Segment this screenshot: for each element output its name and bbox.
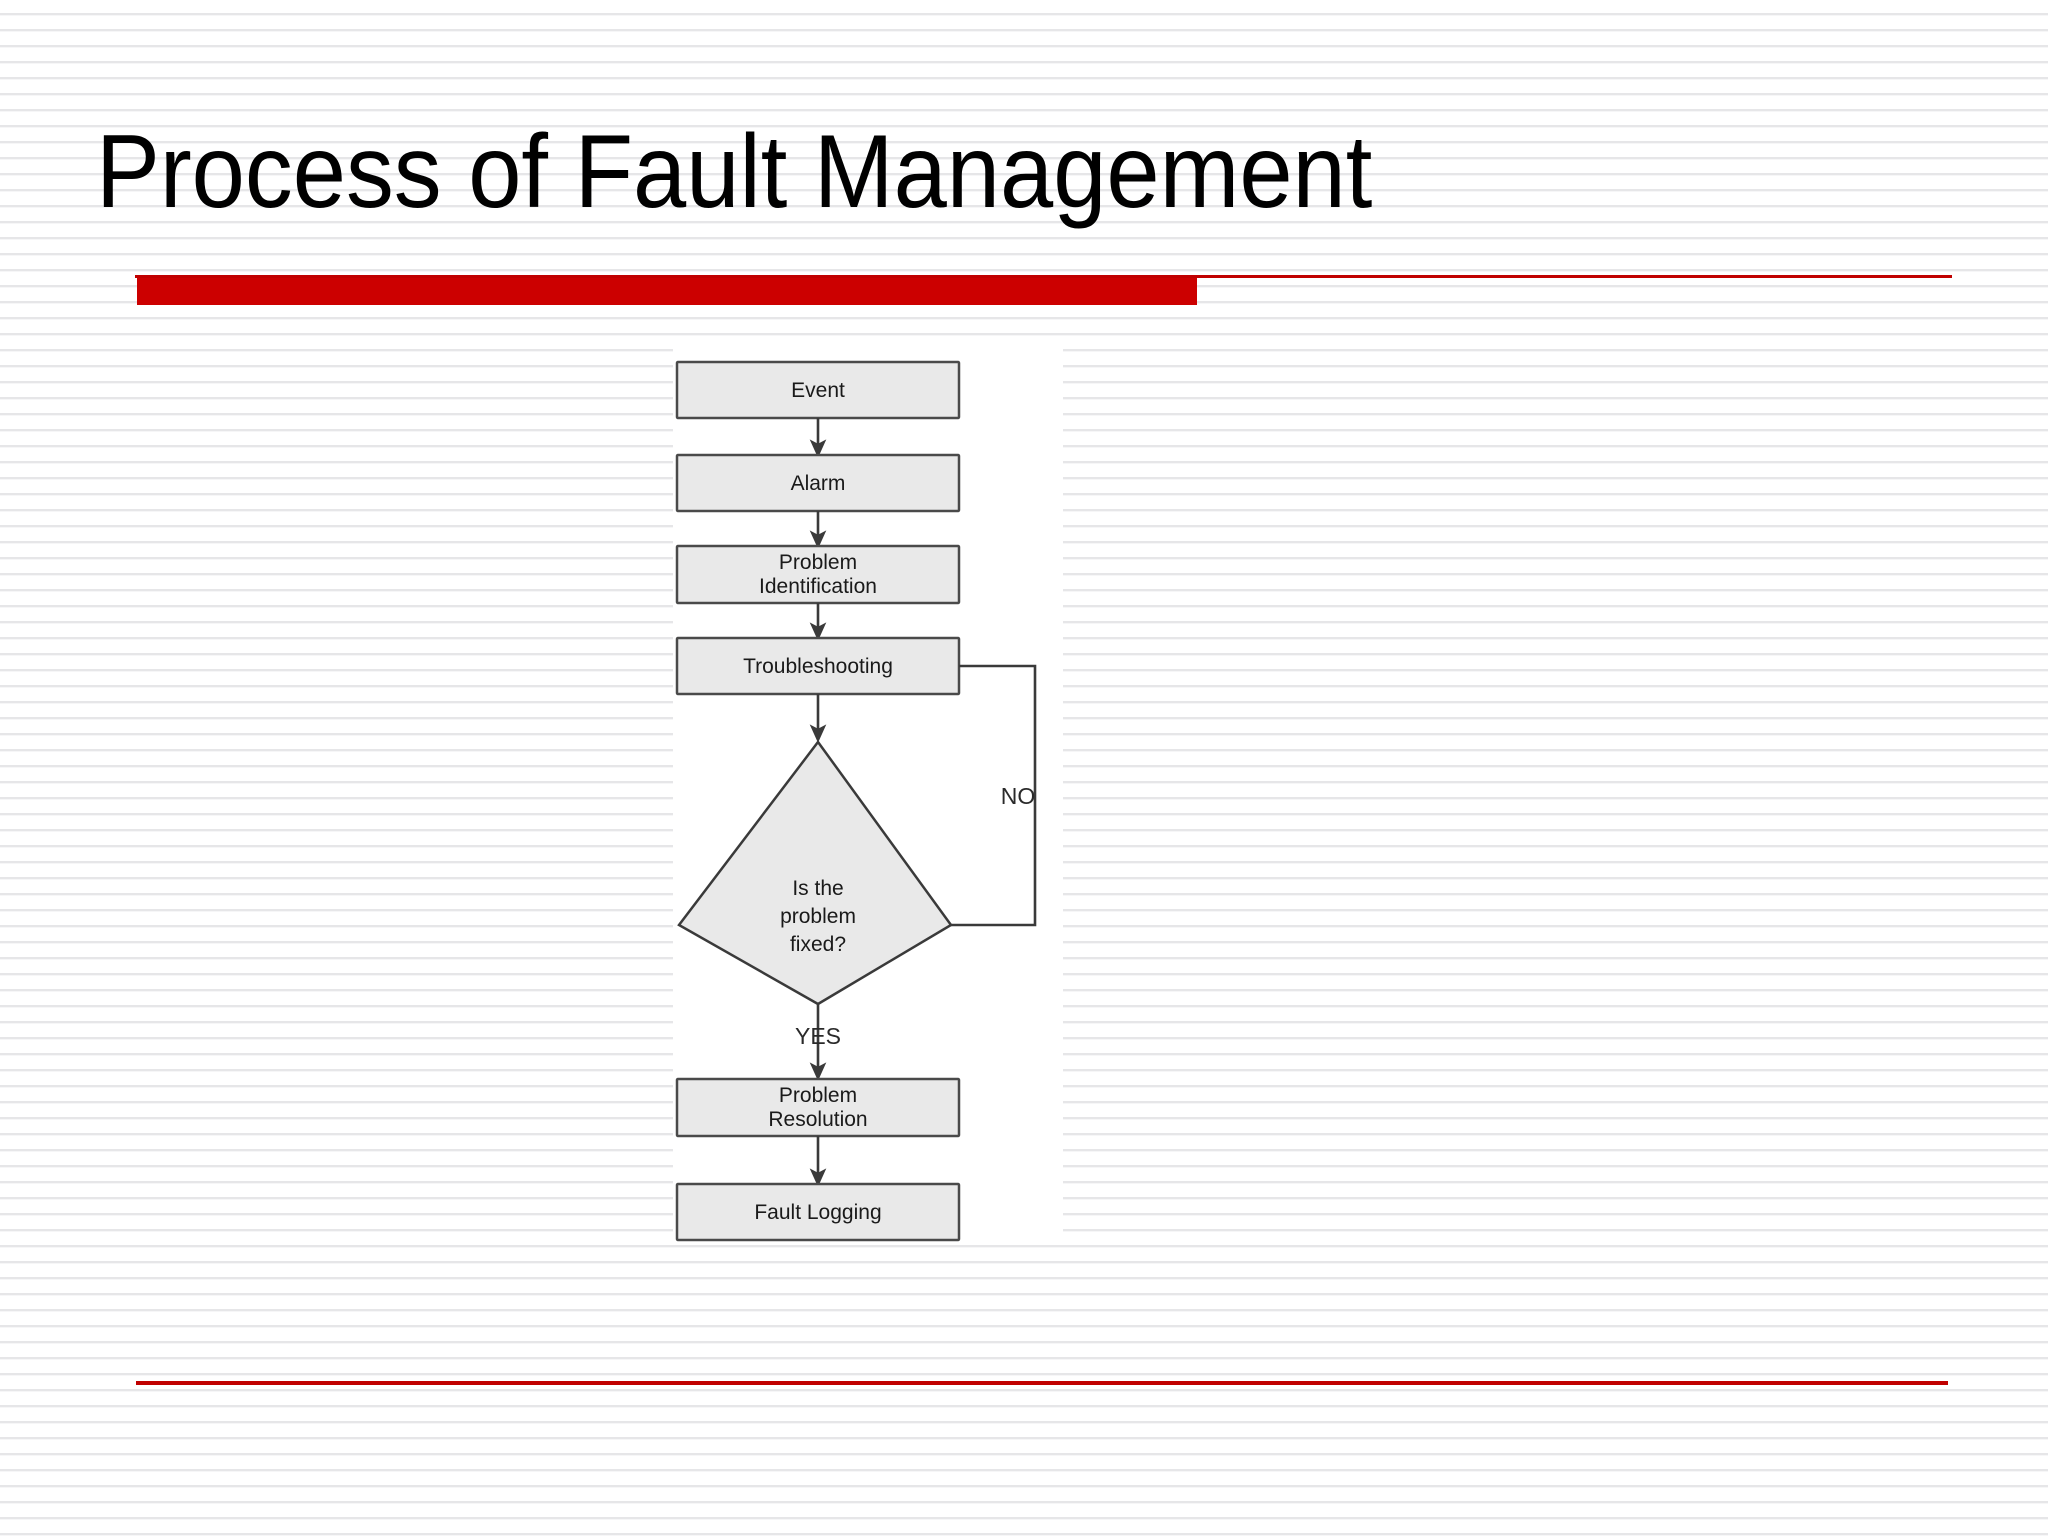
flow-node-problem-identification-label-line2: Identification bbox=[759, 575, 877, 598]
edge-label-no: NO bbox=[1001, 783, 1036, 809]
flow-node-alarm: Alarm bbox=[675, 453, 961, 513]
footer-rule bbox=[136, 1381, 1948, 1385]
flow-node-troubleshooting: Troubleshooting bbox=[675, 636, 961, 696]
flowchart-svg: Event Alarm Problem Identification Troub… bbox=[675, 360, 1037, 1242]
flow-node-decision: Is the problem fixed? bbox=[677, 739, 953, 1006]
flow-node-event: Event bbox=[675, 360, 961, 420]
edge-label-yes: YES bbox=[795, 1023, 841, 1049]
flow-node-problem-resolution-label-line1: Problem bbox=[779, 1084, 857, 1107]
page-title: Process of Fault Management bbox=[96, 114, 1373, 230]
title-rule-thin bbox=[135, 275, 1952, 278]
flow-node-decision-label-line2: problem bbox=[780, 905, 856, 928]
flow-node-fault-logging: Fault Logging bbox=[675, 1182, 961, 1242]
flow-node-problem-resolution-label-line2: Resolution bbox=[768, 1108, 867, 1131]
flow-node-decision-label-line1: Is the bbox=[792, 877, 843, 900]
flow-node-troubleshooting-label: Troubleshooting bbox=[743, 655, 893, 678]
flowchart-image: Event Alarm Problem Identification Troub… bbox=[673, 342, 1063, 1244]
title-rule-thick bbox=[137, 278, 1197, 305]
flow-node-decision-label-line3: fixed? bbox=[790, 933, 846, 956]
flow-node-problem-identification-label-line1: Problem bbox=[779, 551, 857, 574]
flow-node-problem-identification: Problem Identification bbox=[675, 544, 961, 605]
flow-node-event-label: Event bbox=[791, 379, 845, 402]
flow-node-problem-resolution: Problem Resolution bbox=[675, 1077, 961, 1138]
flow-node-fault-logging-label: Fault Logging bbox=[754, 1201, 881, 1224]
flow-node-alarm-label: Alarm bbox=[791, 472, 846, 495]
edge-decision-no-to-troubleshooting bbox=[951, 664, 1037, 927]
